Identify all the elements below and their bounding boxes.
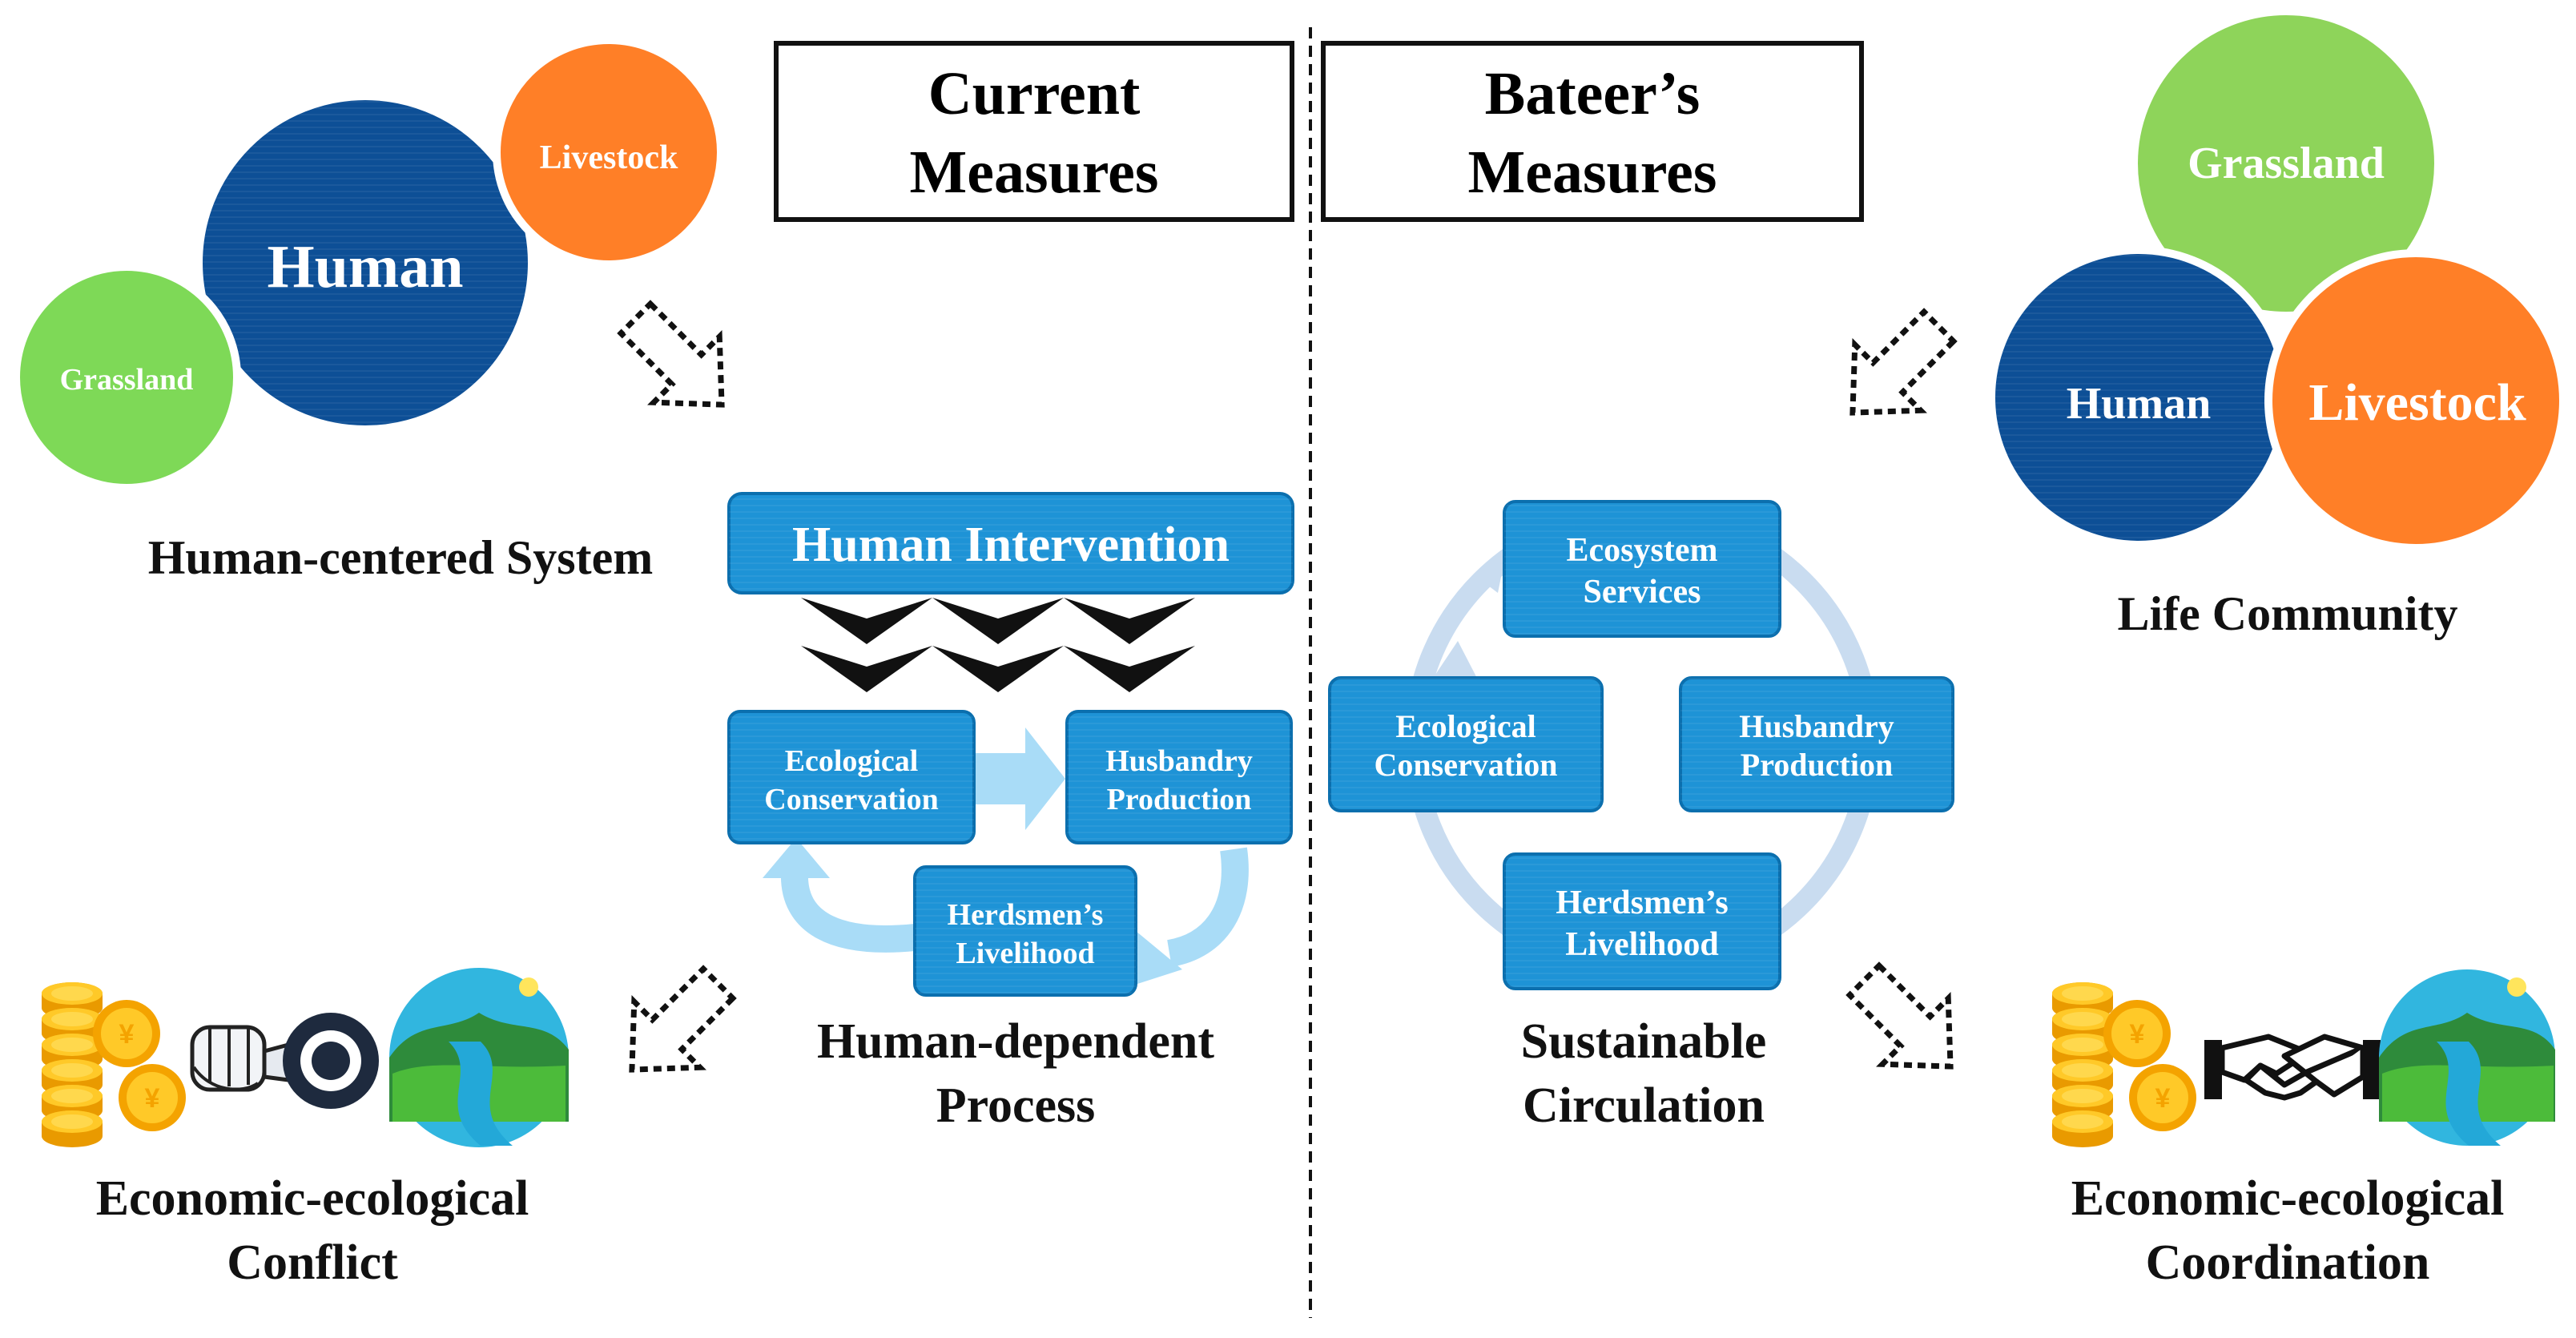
flow-arrows xyxy=(763,727,1249,984)
ecosystem-services-line2: Services xyxy=(1584,574,1701,611)
fist-icon xyxy=(190,1025,291,1092)
river-landscape-icon-right xyxy=(2379,969,2555,1146)
dotted-arrow-right-top xyxy=(1849,308,1958,416)
chevron-down-icons xyxy=(801,598,1195,692)
livestock-circle xyxy=(493,36,725,268)
header-current: Current Measures xyxy=(774,41,1294,222)
arrow-eco-to-hus xyxy=(976,727,1065,830)
header-current-line2: Measures xyxy=(910,139,1159,206)
dotted-arrow-left-top xyxy=(617,300,725,408)
conflict-illustration: Economic-ecological Conflict xyxy=(42,968,569,1290)
arrow-herd-to-eco xyxy=(780,873,916,953)
eco-conservation-right-line2: Conservation xyxy=(1375,747,1558,783)
herdsmen-livelihood-right-line2: Livelihood xyxy=(1565,926,1718,963)
grassland-circle-label: Grassland xyxy=(60,363,194,397)
livestock-circle-right xyxy=(2264,249,2567,552)
herdsmen-livelihood-line2: Livelihood xyxy=(956,937,1094,970)
sustainable-circulation: Ecosystem Services Ecological Conservati… xyxy=(1328,500,1954,1133)
coin-stack-icon xyxy=(42,982,186,1147)
livestock-circle-label: Livestock xyxy=(540,139,678,176)
human-centered-caption: Human-centered System xyxy=(148,531,653,584)
husbandry-production-right-line1: Husbandry xyxy=(1739,708,1894,744)
human-dependent-caption-line2: Process xyxy=(936,1078,1096,1133)
human-right-label: Human xyxy=(2067,379,2212,429)
herdsmen-livelihood-right-line1: Herdsmen’s xyxy=(1556,885,1728,921)
life-community: Grassland Human Livestock Life Community xyxy=(1987,7,2567,640)
sustainable-caption-line2: Circulation xyxy=(1523,1078,1765,1133)
handshake-icon xyxy=(2204,1034,2381,1101)
human-dependent-caption-line1: Human-dependent xyxy=(817,1014,1214,1069)
husbandry-production-line1: Husbandry xyxy=(1105,744,1253,778)
header-current-line1: Current xyxy=(928,60,1141,127)
ecosystem-services-line1: Ecosystem xyxy=(1567,532,1718,569)
river-landscape-icon xyxy=(389,968,569,1147)
header-bateer-line1: Bateer’s xyxy=(1485,60,1701,127)
herdsmen-livelihood-line1: Herdsmen’s xyxy=(948,898,1104,932)
dotted-arrow-right-bottom xyxy=(1845,961,1954,1070)
human-circle-label: Human xyxy=(268,233,464,300)
human-centered-system: Human Livestock Grassland Human-centered… xyxy=(12,36,725,584)
conflict-caption-line1: Economic-ecological xyxy=(96,1171,529,1226)
arrow-hus-to-herd xyxy=(1166,847,1249,967)
coordination-illustration: Economic-ecological Coordination xyxy=(2052,969,2555,1290)
ring-icon xyxy=(283,1013,379,1109)
grassland-circle xyxy=(12,263,241,492)
eco-conservation-line2: Conservation xyxy=(764,783,938,816)
grassland-circle-right xyxy=(2130,7,2442,320)
human-dependent-process: Human Intervention Ecological Conservati… xyxy=(727,492,1294,1133)
header-bateer: Bateer’s Measures xyxy=(1321,41,1864,222)
coordination-caption-line2: Coordination xyxy=(2146,1235,2430,1290)
eco-conservation-line1: Ecological xyxy=(785,744,919,778)
life-community-caption: Life Community xyxy=(2118,587,2458,640)
coordination-caption-line1: Economic-ecological xyxy=(2071,1171,2505,1226)
dotted-arrow-left-bottom xyxy=(629,965,737,1073)
sustainable-caption-line1: Sustainable xyxy=(1521,1014,1767,1069)
coin-stack-icon-right xyxy=(2052,982,2196,1147)
livestock-right-label: Livestock xyxy=(2308,373,2526,432)
human-intervention-label: Human Intervention xyxy=(792,518,1230,572)
grassland-right-label: Grassland xyxy=(2188,139,2385,188)
husbandry-production-right-line2: Production xyxy=(1741,747,1893,783)
eco-conservation-right-line1: Ecological xyxy=(1395,708,1536,744)
header-bateer-line2: Measures xyxy=(1468,139,1717,206)
husbandry-production-line2: Production xyxy=(1107,783,1252,816)
conflict-caption-line2: Conflict xyxy=(227,1235,398,1290)
